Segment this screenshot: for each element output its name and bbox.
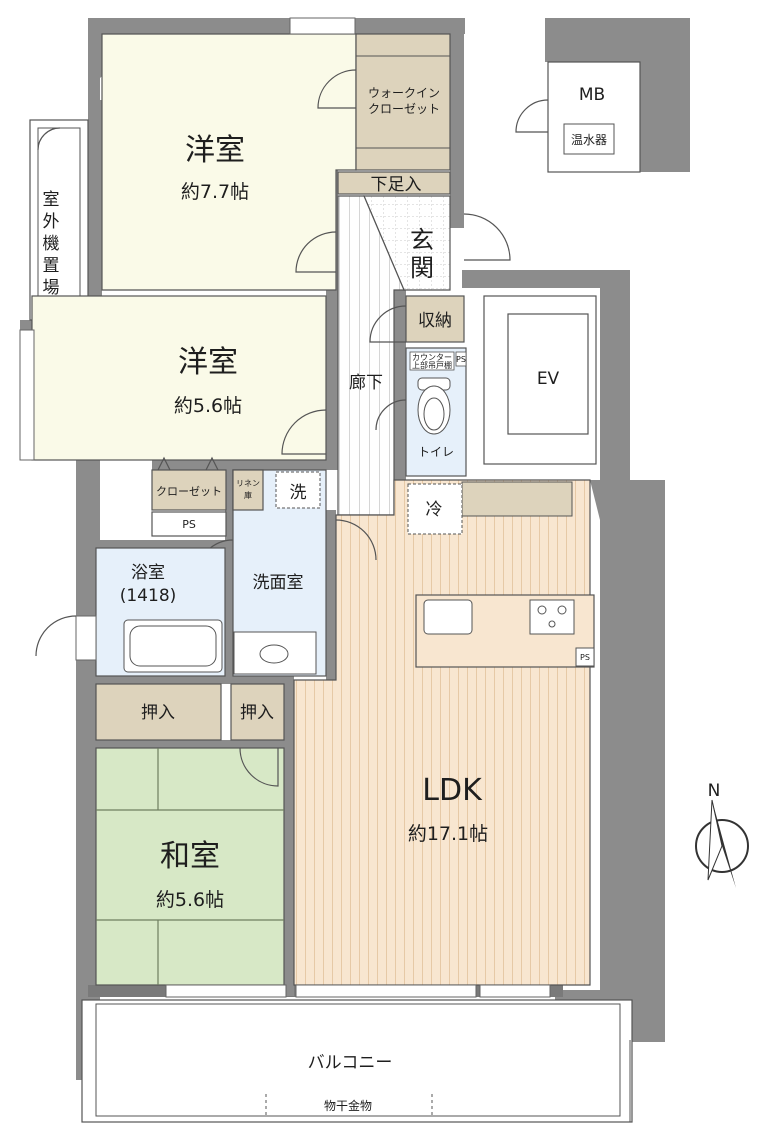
entrance-label-2: 関 — [410, 254, 434, 282]
bathtub-icon — [123, 619, 223, 673]
toilet-label: トイレ — [418, 445, 454, 459]
counter-cabinet — [409, 351, 455, 371]
water-heater — [563, 123, 615, 155]
stove-icon — [529, 599, 575, 635]
closet — [151, 469, 227, 511]
counter-label-1: カウンター — [412, 353, 452, 362]
svg-text:置: 置 — [43, 256, 60, 276]
shoe-box-label: 下足入 — [371, 175, 422, 195]
bathroom-size: (1418) — [120, 586, 177, 606]
washer-space — [275, 471, 321, 509]
oshiire-1 — [95, 683, 222, 741]
kitchen-counter — [415, 594, 595, 668]
svg-text:室: 室 — [43, 190, 60, 210]
ps-box-left-label: PS — [182, 518, 196, 531]
drying-hardware-label: 物干金物 — [324, 1098, 372, 1113]
japanese-room-area: 約5.6帖 — [156, 889, 224, 911]
toilet-ps-label: PS — [456, 355, 466, 364]
balcony — [81, 999, 633, 1123]
walk-in-closet-label-2: クローゼット — [368, 102, 440, 116]
western-room-1-name: 洋室 — [185, 133, 245, 168]
balcony-label: バルコニー — [308, 1053, 393, 1073]
shoe-box — [337, 171, 451, 195]
outdoor-unit-area — [29, 119, 89, 321]
western-room-2-name: 洋室 — [178, 345, 238, 380]
western-room-2-area: 約5.6帖 — [174, 395, 242, 417]
ldk-name: LDK — [422, 773, 483, 808]
kitchen-ps-label: PS — [580, 653, 590, 662]
western-room-2 — [31, 295, 327, 461]
water-heater-label: 温水器 — [571, 133, 607, 147]
western-room-1-area: 約7.7帖 — [181, 181, 249, 203]
kitchen-sink-icon — [423, 599, 473, 635]
ldk-cabinet — [461, 481, 573, 517]
ldk-area: 約17.1帖 — [408, 823, 488, 845]
japanese-room-name: 和室 — [160, 839, 220, 874]
oshiire-1-label: 押入 — [141, 703, 175, 723]
tatami-lines — [96, 748, 284, 985]
north-label: N — [708, 781, 721, 801]
hallway-label: 廊下 — [349, 373, 383, 393]
walk-in-closet — [355, 33, 451, 171]
meter-box — [547, 61, 641, 173]
north-compass-icon — [695, 799, 749, 888]
mb-label: MB — [579, 85, 605, 105]
storage — [405, 295, 465, 343]
washer-label: 洗 — [290, 483, 307, 503]
sink-icon — [233, 631, 317, 675]
ps-box-left — [151, 511, 227, 537]
ldk — [293, 479, 591, 986]
oshiire-2 — [230, 683, 285, 741]
fridge-label: 冷 — [426, 500, 443, 520]
closet-label: クローゼット — [156, 485, 222, 498]
svg-text:庫: 庫 — [244, 490, 252, 500]
svg-text:リネン: リネン — [236, 479, 260, 488]
elevator-label: EV — [537, 369, 560, 389]
svg-text:機: 機 — [43, 234, 60, 254]
washroom-label: 洗面室 — [253, 573, 304, 593]
storage-label: 収納 — [418, 311, 452, 331]
entrance-label-1: 玄 — [410, 226, 434, 254]
outdoor-unit-label: 室 外 機 置 場 — [43, 190, 60, 298]
toilet-icon — [417, 377, 451, 435]
elevator — [483, 295, 597, 465]
svg-text:場: 場 — [43, 278, 60, 298]
oshiire-2-label: 押入 — [240, 703, 274, 723]
svg-text:外: 外 — [43, 212, 60, 232]
bathroom-label: 浴室 — [131, 563, 165, 583]
walk-in-closet-label-1: ウォークイン — [368, 86, 440, 100]
counter-label-2: 上部吊戸棚 — [412, 360, 452, 370]
fridge-space — [407, 483, 463, 535]
